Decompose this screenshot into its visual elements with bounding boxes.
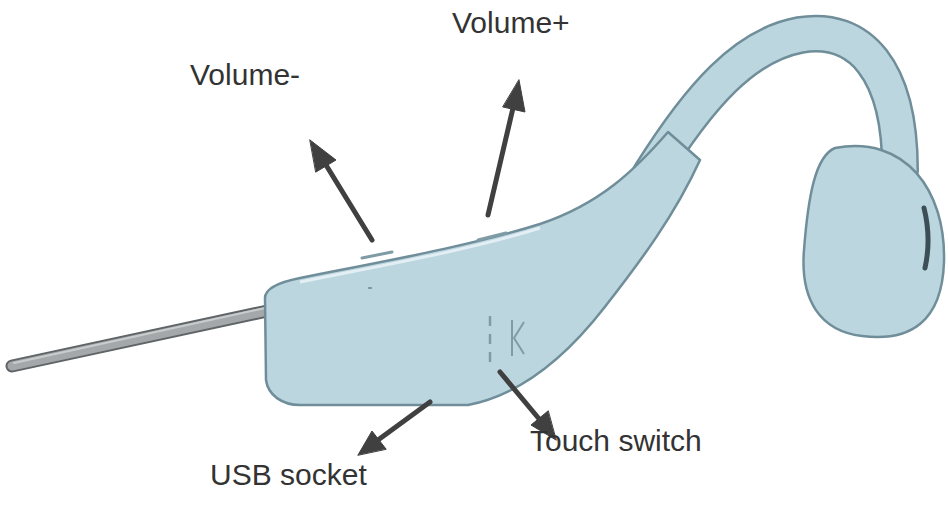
touch-mark	[489, 334, 492, 344]
leader-line	[378, 402, 430, 440]
touch-mark	[489, 316, 492, 326]
part-label: Touch switch	[530, 424, 702, 459]
ear-pod-slot	[924, 208, 928, 268]
mic-hole	[368, 287, 372, 289]
part-label: USB socket	[210, 458, 367, 493]
mic-rod	[12, 310, 272, 366]
body-housing	[265, 132, 700, 405]
leader-line	[488, 108, 513, 215]
touch-symbol	[512, 320, 524, 356]
arrow-head	[358, 431, 386, 455]
volume-minus-button	[362, 252, 392, 258]
ear-pod	[803, 146, 944, 337]
arrow-head	[503, 80, 525, 112]
leader-line	[500, 372, 540, 420]
part-label: Volume-	[190, 58, 300, 93]
part-label: Volume+	[452, 6, 570, 41]
volume-plus-button	[478, 233, 506, 240]
touch-mark	[489, 352, 492, 362]
mic-rod-highlight	[14, 307, 270, 363]
leader-line	[326, 165, 372, 240]
body-highlight	[300, 228, 540, 282]
mic-rod-outline	[12, 310, 272, 366]
arrow-head	[310, 140, 336, 172]
